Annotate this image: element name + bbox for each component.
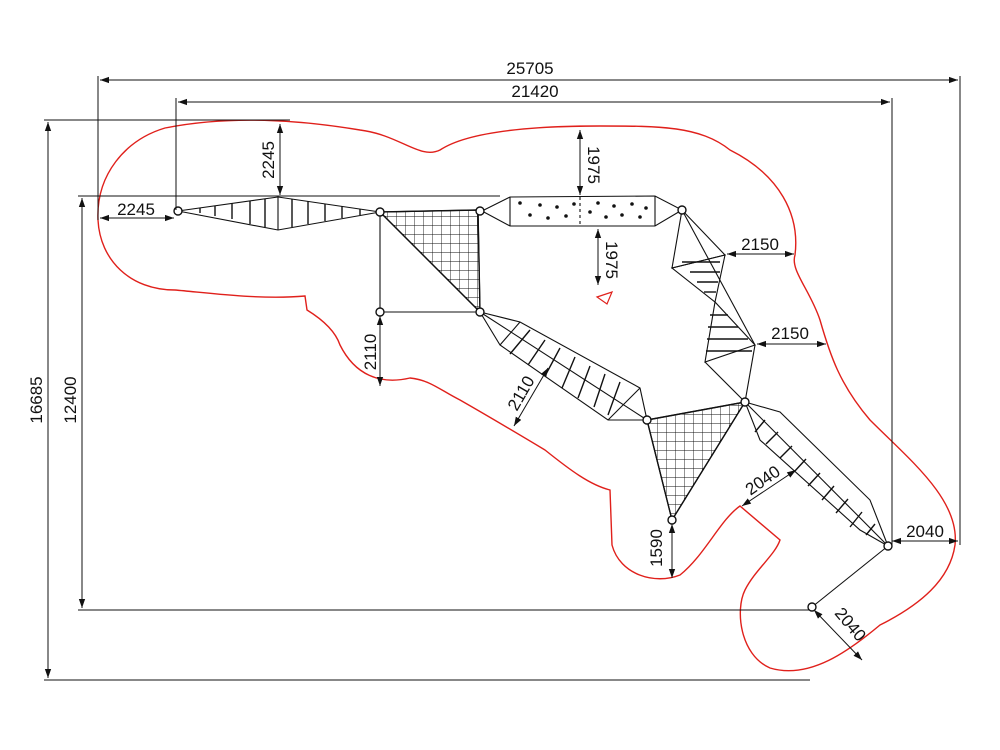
climbing-beam — [480, 195, 684, 227]
dim-structure-height: 12400 — [61, 376, 80, 423]
dim-net-clearance: 1590 — [647, 529, 666, 567]
dim-tower-clearance: 2110 — [361, 334, 380, 371]
dim-structure-width: 21420 — [511, 82, 558, 101]
dim-ladder-clearance-lower: 2150 — [771, 324, 809, 343]
cargo-net-lower — [646, 401, 747, 522]
dim-top-clearance: 2245 — [259, 141, 278, 179]
dim-beam-clearance-bottom: 1975 — [602, 241, 621, 279]
cargo-net-upper — [378, 209, 481, 314]
anchor-rope — [811, 545, 889, 608]
dim-right-clearance: 2040 — [906, 522, 944, 541]
dim-overall-width: 25705 — [506, 59, 553, 78]
dim-end-clearance: 2040 — [831, 604, 870, 645]
safety-zone-outline — [97, 119, 956, 672]
red-marker — [595, 291, 614, 305]
dimensions-group: 25705 21420 16685 12400 2245 2245 1975 1… — [27, 59, 961, 681]
dim-chain-clearance: 2040 — [742, 462, 784, 499]
dim-ladder-clearance-upper: 2150 — [741, 235, 779, 254]
zigzag-ladder — [670, 208, 756, 403]
posts — [173, 205, 893, 612]
dim-beam-clearance-top: 1975 — [584, 146, 603, 184]
dim-left-clearance: 2245 — [117, 200, 155, 219]
diamond-ladder — [177, 196, 381, 231]
dim-overall-height: 16685 — [27, 376, 46, 423]
